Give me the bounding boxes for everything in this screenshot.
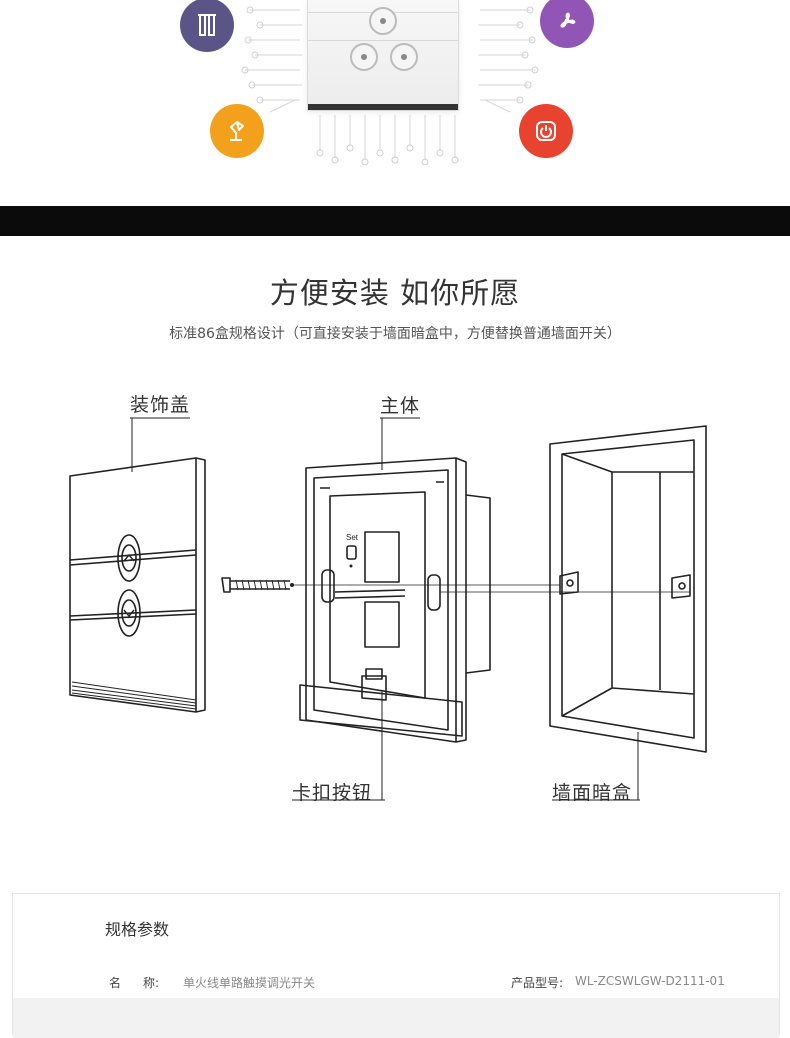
power-icon [519, 104, 573, 158]
spec-next-row [13, 998, 779, 1038]
label-wall-box: 墙面暗盒 [552, 782, 633, 804]
spec-title: 规格参数 [105, 920, 170, 939]
installation-diagram: Set [69, 417, 707, 801]
circuit-pattern [241, 6, 539, 165]
spec-name-label-2: 称: [143, 976, 160, 990]
label-snap-button: 卡扣按钮 [292, 782, 373, 804]
desk-lamp-icon [210, 104, 264, 158]
curtain-icon [180, 0, 234, 52]
install-section-subtitle: 标准86盒规格设计（可直接安装于墙面暗盒中，方便替换普通墙面开关） [169, 326, 621, 342]
set-button-text: Set [346, 533, 359, 542]
label-main-body: 主体 [380, 395, 421, 417]
touch-button-left [350, 43, 378, 71]
spec-name-value: 单火线单路触摸调光开关 [183, 976, 316, 990]
spec-model-value: WL-ZCSWLGW-D2111-01 [575, 974, 725, 988]
touch-button-top [369, 7, 397, 35]
spec-name-label-1: 名 [109, 976, 122, 990]
spec-model-label: 产品型号: [511, 976, 564, 990]
touch-button-right [390, 43, 418, 71]
label-decorative-cover: 装饰盖 [130, 394, 191, 416]
switch-panel-preview [307, 0, 459, 111]
spec-parameters-panel: 规格参数 名 称: 单火线单路触摸调光开关 产品型号: WL-ZCSWLGW-D… [12, 893, 780, 1038]
fan-icon [540, 0, 594, 48]
section-divider-band [0, 206, 790, 236]
install-section-title: 方便安装 如你所愿 [269, 276, 521, 310]
